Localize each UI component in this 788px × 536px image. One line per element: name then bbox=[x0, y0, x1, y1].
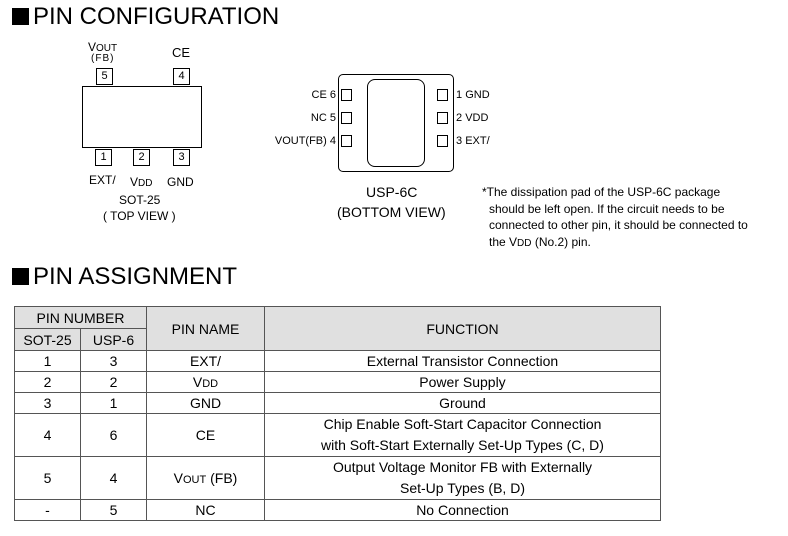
usp6c-pin4-label: VOUT(FB) 4 bbox=[274, 135, 336, 147]
usp6c-pin6-label: CE 6 bbox=[311, 89, 336, 101]
pin-assignment-table: PIN NUMBER PIN NAME FUNCTION SOT-25 USP-… bbox=[14, 306, 661, 521]
sot25-pin1-label: EXT/ bbox=[89, 173, 116, 187]
sot25-pin3-label: GND bbox=[167, 175, 194, 189]
table-row: 3 1 GND Ground bbox=[14, 392, 661, 414]
sot25-pin5-sublabel: (FB) bbox=[91, 53, 115, 64]
square-bullet-icon bbox=[12, 8, 29, 25]
cell-function: No Connection bbox=[264, 499, 661, 521]
cell-sot25: 4 bbox=[14, 413, 81, 457]
square-bullet-icon bbox=[12, 268, 29, 285]
usp6c-pin2-label: 2 VDD bbox=[456, 112, 489, 124]
table-row: 1 3 EXT/ External Transistor Connection bbox=[14, 350, 661, 372]
usp6c-pin3-label: 3 EXT/ bbox=[456, 135, 490, 147]
cell-pin-name: GND bbox=[146, 392, 265, 414]
usp6c-view-label: (BOTTOM VIEW) bbox=[337, 204, 446, 220]
cell-pin-name: CE bbox=[146, 413, 265, 457]
sot25-package-name: SOT-25 bbox=[119, 193, 161, 207]
sot25-pin5-number: 5 bbox=[96, 68, 113, 85]
usp6c-package-name: USP-6C bbox=[366, 184, 418, 200]
cell-sot25: 3 bbox=[14, 392, 81, 414]
usp6c-pin5-label: NC 5 bbox=[310, 112, 336, 124]
sot25-view-label: ( TOP VIEW ) bbox=[103, 209, 176, 223]
sot25-pin2-label: VDD bbox=[130, 175, 153, 189]
cell-function: Chip Enable Soft-Start Capacitor Connect… bbox=[264, 413, 661, 457]
sot25-pin4-number: 4 bbox=[173, 68, 190, 85]
pin-configuration-heading: PIN CONFIGURATION bbox=[12, 4, 279, 30]
sot25-pin5-label: VOUT bbox=[88, 40, 118, 54]
table-row: 2 2 VDD Power Supply bbox=[14, 371, 661, 393]
cell-usp6: 4 bbox=[80, 456, 147, 500]
sot25-pin1-number: 1 bbox=[95, 149, 112, 166]
table-row: 5 4 VOUT (FB) Output Voltage Monitor FB … bbox=[14, 456, 661, 500]
cell-usp6: 5 bbox=[80, 499, 147, 521]
cell-pin-name: VDD bbox=[146, 371, 265, 393]
table-row: - 5 NC No Connection bbox=[14, 499, 661, 521]
usp6c-pin1 bbox=[437, 89, 448, 101]
header-usp6: USP-6 bbox=[80, 328, 147, 351]
cell-sot25: - bbox=[14, 499, 81, 521]
header-sot25: SOT-25 bbox=[14, 328, 81, 351]
sot25-body bbox=[82, 86, 202, 148]
header-pin-number: PIN NUMBER bbox=[14, 306, 147, 329]
table-row: 4 6 CE Chip Enable Soft-Start Capacitor … bbox=[14, 413, 661, 457]
usp6c-pin4 bbox=[341, 135, 352, 147]
cell-pin-name: NC bbox=[146, 499, 265, 521]
header-function: FUNCTION bbox=[264, 306, 661, 351]
sot25-pin4-label: CE bbox=[172, 45, 191, 60]
cell-function: Output Voltage Monitor FB with Externall… bbox=[264, 456, 661, 500]
usp6c-pin2 bbox=[437, 112, 448, 124]
table-header-row: PIN NUMBER PIN NAME FUNCTION bbox=[14, 306, 661, 351]
cell-usp6: 2 bbox=[80, 371, 147, 393]
cell-usp6: 3 bbox=[80, 350, 147, 372]
cell-sot25: 2 bbox=[14, 371, 81, 393]
cell-pin-name: EXT/ bbox=[146, 350, 265, 372]
sot25-pin3-number: 3 bbox=[173, 149, 190, 166]
usp6c-pin5 bbox=[341, 112, 352, 124]
cell-function: External Transistor Connection bbox=[264, 350, 661, 372]
cell-function: Ground bbox=[264, 392, 661, 414]
usp6c-dissipation-pad bbox=[367, 79, 425, 167]
cell-function: Power Supply bbox=[264, 371, 661, 393]
cell-usp6: 1 bbox=[80, 392, 147, 414]
usp6c-pin3 bbox=[437, 135, 448, 147]
usp6c-pin6 bbox=[341, 89, 352, 101]
pin-assignment-heading: PIN ASSIGNMENT bbox=[12, 264, 237, 290]
header-pin-name: PIN NAME bbox=[146, 306, 265, 351]
cell-pin-name: VOUT (FB) bbox=[146, 456, 265, 500]
cell-sot25: 1 bbox=[14, 350, 81, 372]
usp6c-body bbox=[338, 74, 454, 172]
dissipation-pad-note: *The dissipation pad of the USP-6C packa… bbox=[482, 185, 748, 249]
sot25-pin2-number: 2 bbox=[133, 149, 150, 166]
cell-usp6: 6 bbox=[80, 413, 147, 457]
cell-sot25: 5 bbox=[14, 456, 81, 500]
usp6c-pin1-label: 1 GND bbox=[456, 89, 490, 101]
